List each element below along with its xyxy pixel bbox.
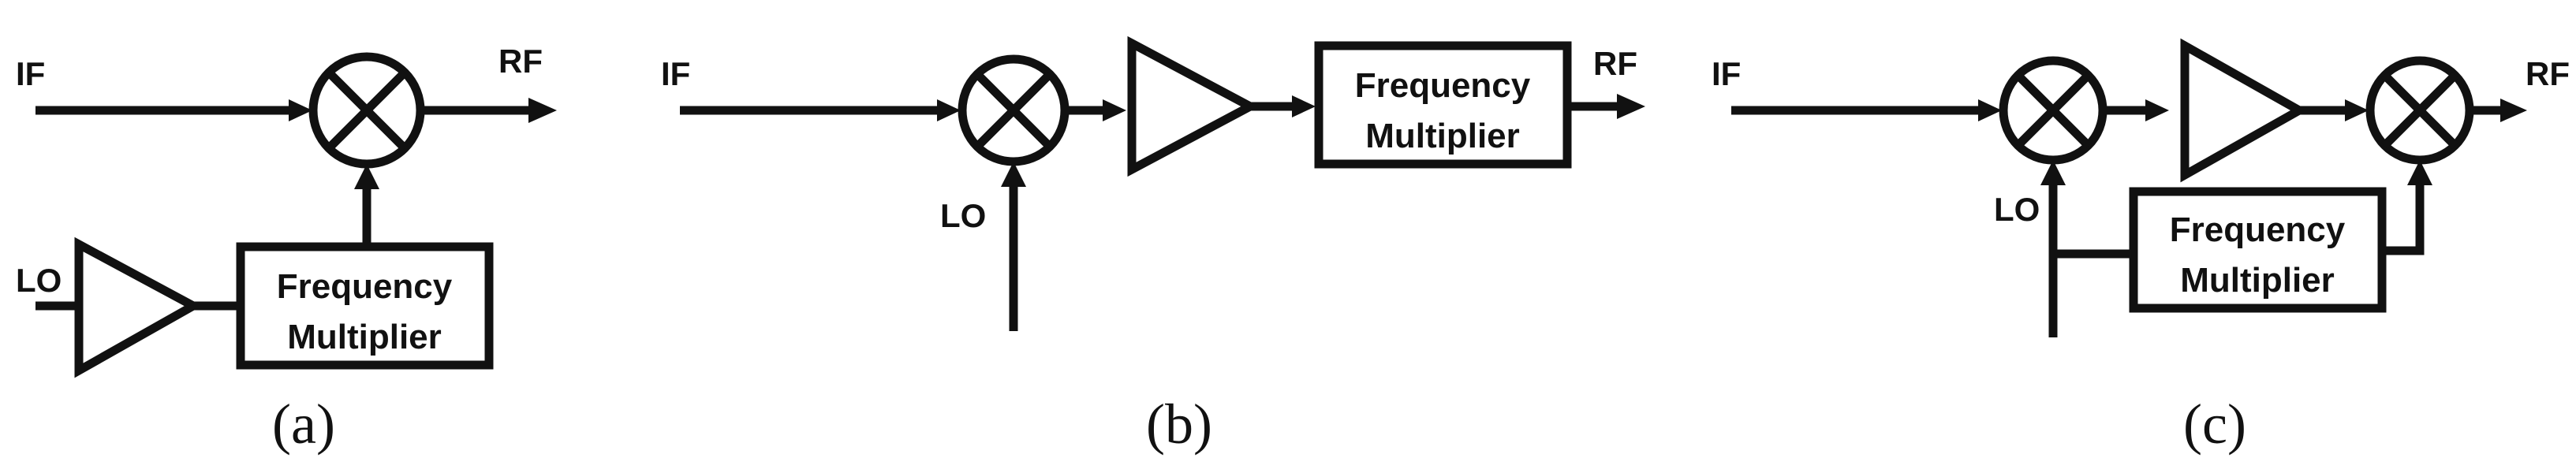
panel-c-lo-label: LO (1994, 191, 2040, 228)
panel-c-block-text-1: Frequency (2170, 210, 2346, 249)
panel-a: IF RF LO Frequency Multiplier (a) (16, 43, 557, 456)
panel-b-caption: (b) (1146, 393, 1212, 456)
panel-a-block-text-2: Multiplier (287, 318, 442, 356)
panel-a-caption: (a) (272, 393, 335, 456)
panel-b-rf-arrow (1617, 94, 1645, 119)
panel-b-amplifier-icon (1127, 35, 1260, 177)
panel-c-amp-arrow (2145, 99, 2169, 121)
panel-b-block-text-1: Frequency (1355, 66, 1531, 105)
panel-c-lo-arrow (2040, 160, 2066, 185)
panel-c-second-mixer-arrow (2345, 99, 2369, 121)
panel-c-if-arrow (1978, 99, 2002, 121)
panel-c: IF RF Frequency Multiplier LO (c) (1712, 38, 2570, 456)
panel-b-frequency-multiplier-block (1314, 41, 1572, 169)
panel-c-mult-out-arrow (2407, 160, 2432, 185)
panel-a-if-arrow (289, 99, 312, 121)
panel-a-lo-label: LO (16, 262, 62, 299)
panel-c-caption: (c) (2183, 393, 2246, 456)
panel-a-block-text-1: Frequency (277, 267, 453, 306)
panel-c-amplifier-icon (2180, 38, 2309, 183)
panel-b-rf-label: RF (1593, 45, 1637, 82)
panel-b-mult-arrow (1292, 95, 1316, 117)
panel-c-rf-label: RF (2526, 55, 2570, 92)
panel-c-rf-arrow (2500, 99, 2527, 122)
panel-b: IF Frequency Multiplier RF LO (b) (661, 35, 1645, 456)
panel-a-if-label: IF (16, 55, 45, 92)
panel-a-mixer-icon (308, 52, 425, 169)
panel-c-block-text-2: Multiplier (2180, 261, 2335, 300)
panel-a-rf-arrow (528, 98, 557, 123)
panel-b-amp-arrow (1103, 99, 1126, 121)
panel-b-if-label: IF (661, 55, 690, 92)
panel-a-amplifier-icon (74, 236, 203, 378)
panel-a-rf-label: RF (498, 43, 543, 80)
panel-b-lo-arrow (1001, 162, 1026, 187)
panel-c-if-label: IF (1712, 55, 1741, 92)
panel-b-mixer-icon (958, 54, 1070, 166)
panel-c-mult-to-mixer-wire (2382, 184, 2425, 255)
panel-a-lo-arrow (354, 164, 379, 189)
panel-b-block-text-2: Multiplier (1365, 117, 1520, 155)
panel-b-lo-label: LO (940, 197, 986, 234)
panel-c-second-mixer-icon (2365, 56, 2474, 165)
panel-b-if-arrow (937, 99, 961, 121)
panel-c-first-mixer-icon (1999, 56, 2107, 165)
